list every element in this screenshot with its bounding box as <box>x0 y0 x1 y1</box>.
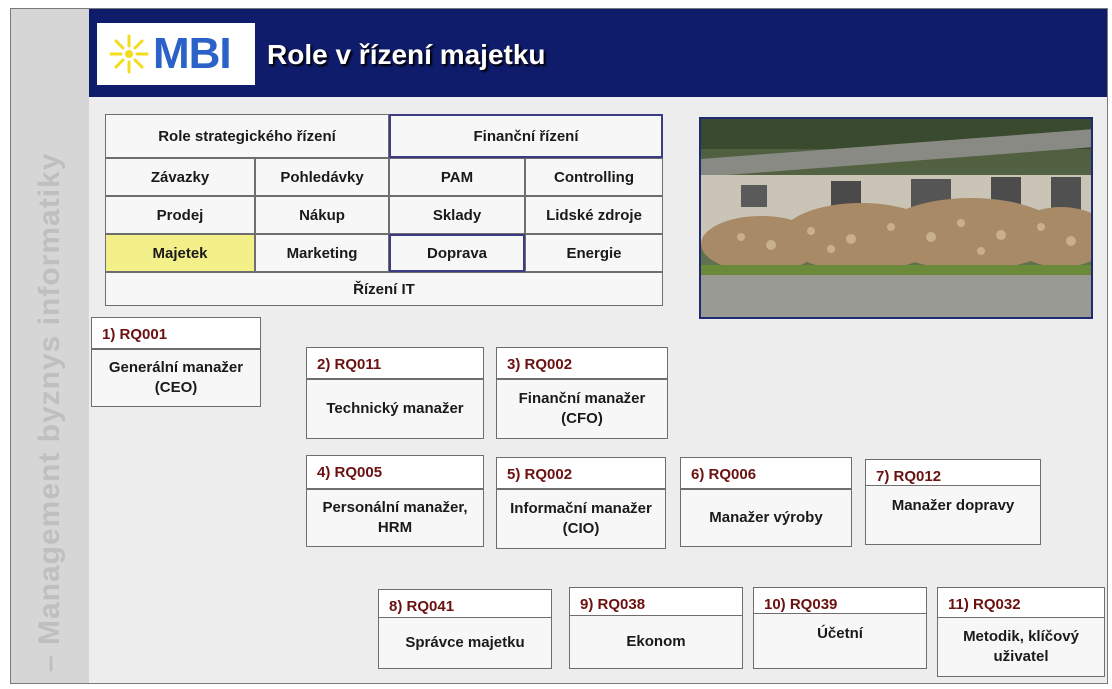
role-code-6: 6) RQ006 <box>680 457 852 489</box>
role-name-8: Správce majetku <box>378 617 552 669</box>
grid-cell-prodej: Prodej <box>105 196 255 234</box>
grid-cell-pam: PAM <box>389 158 525 196</box>
role-name-10: Účetní <box>753 613 927 669</box>
grid-cell-zavazky: Závazky <box>105 158 255 196</box>
role-name-7: Manažer dopravy <box>865 485 1041 545</box>
role-name-3: Finanční manažer (CFO) <box>496 379 668 439</box>
page-title: Role v řízení majetku <box>267 39 546 70</box>
woodpile-photo <box>699 117 1093 319</box>
grid-cell-marketing: Marketing <box>255 234 389 272</box>
role-name-11: Metodik, klíčový uživatel <box>937 617 1105 677</box>
side-title: BI – Management byznys informatiky <box>33 152 66 684</box>
role-name-2: Technický manažer <box>306 379 484 439</box>
grid-cell-nakup: Nákup <box>255 196 389 234</box>
logo-text: MBI <box>153 29 232 78</box>
logo: MBI <box>97 23 255 85</box>
grid-cell-sklady: Sklady <box>389 196 525 234</box>
role-code-10: 10) RQ039 <box>753 587 927 617</box>
grid-it-row: Řízení IT <box>105 272 663 306</box>
sun-icon <box>109 34 149 74</box>
woodpile-image <box>701 119 1091 317</box>
role-code-5: 5) RQ002 <box>496 457 666 489</box>
grid-cell-controlling: Controlling <box>525 158 663 196</box>
grid-financial-header: Finanční řízení <box>389 114 663 158</box>
role-code-9: 9) RQ038 <box>569 587 743 619</box>
grid-cell-majetek: Majetek <box>105 234 255 272</box>
grid-cell-pohledavky: Pohledávky <box>255 158 389 196</box>
grid-strategic-header: Role strategického řízení <box>105 114 389 158</box>
role-code-1: 1) RQ001 <box>91 317 261 349</box>
grid-cell-lidske-zdroje: Lidské zdroje <box>525 196 663 234</box>
role-code-11: 11) RQ032 <box>937 587 1105 619</box>
role-code-4: 4) RQ005 <box>306 455 484 489</box>
side-band: BI – Management byznys informatiky <box>11 9 89 683</box>
role-name-1: Generální manažer (CEO) <box>91 349 261 407</box>
grid-cell-energie: Energie <box>525 234 663 272</box>
role-name-5: Informační manažer (CIO) <box>496 489 666 549</box>
role-code-2: 2) RQ011 <box>306 347 484 379</box>
grid-cell-doprava: Doprava <box>389 234 525 272</box>
slide: BI – Management byznys informatiky MBI R… <box>10 8 1108 684</box>
role-name-4: Personální manažer, HRM <box>306 489 484 547</box>
header-bar: MBI Role v řízení majetku <box>89 9 1107 97</box>
role-code-3: 3) RQ002 <box>496 347 668 379</box>
role-name-6: Manažer výroby <box>680 489 852 547</box>
role-name-9: Ekonom <box>569 615 743 669</box>
